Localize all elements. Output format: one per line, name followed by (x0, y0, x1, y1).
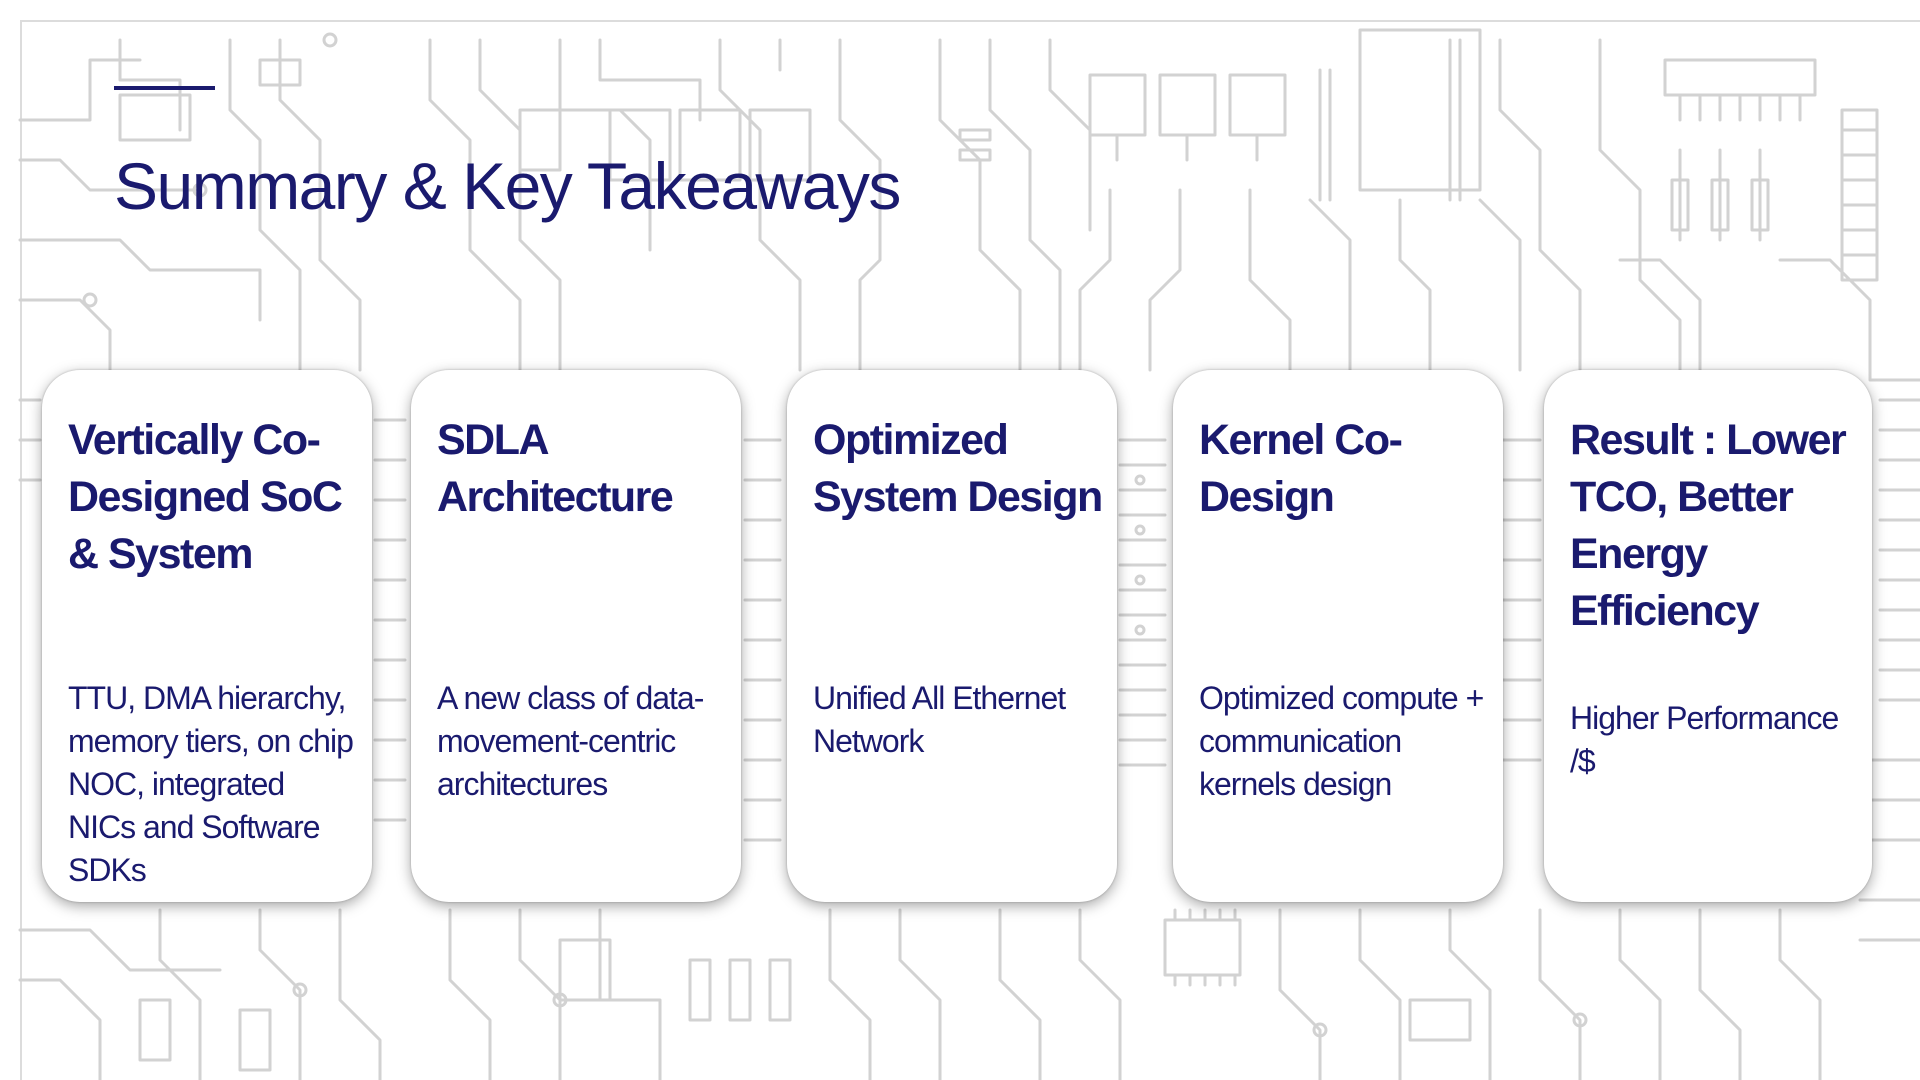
card-body: Higher Performance /$ (1570, 700, 1839, 779)
card-heading: SDLA Architecture (437, 416, 674, 521)
slide-title: Summary & Key Takeaways (114, 149, 901, 223)
card-heading: Optimized System Design (813, 416, 1103, 521)
takeaway-card-1: Vertically Co-Designed SoC & System TTU,… (42, 370, 372, 902)
card-body: TTU, DMA hierarchy, memory tiers, on chi… (68, 680, 354, 888)
takeaway-card-2: SDLA Architecture A new class of data-mo… (411, 370, 741, 902)
card-heading: Kernel Co-Design (1199, 416, 1403, 521)
card-heading: Vertically Co-Designed SoC & System (68, 416, 343, 578)
card-body: A new class of data-movement-centric arc… (437, 680, 704, 802)
card-body: Optimized compute + communication kernel… (1199, 680, 1484, 802)
takeaway-card-5: Result : Lower TCO, Better Energy Effici… (1544, 370, 1872, 902)
takeaway-card-4: Kernel Co-Design Optimized compute + com… (1173, 370, 1503, 902)
takeaway-card-3: Optimized System Design Unified All Ethe… (787, 370, 1117, 902)
title-accent-bar (114, 86, 215, 90)
card-heading: Result : Lower TCO, Better Energy Effici… (1570, 416, 1847, 635)
card-body: Unified All Ethernet Network (813, 680, 1066, 759)
